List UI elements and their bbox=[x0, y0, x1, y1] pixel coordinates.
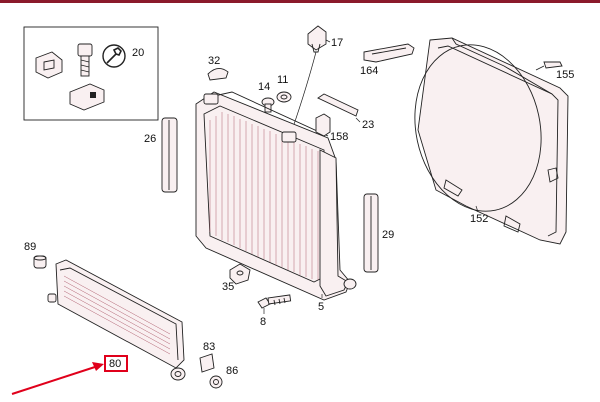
label-23: 23 bbox=[362, 119, 374, 131]
label-35: 35 bbox=[222, 281, 234, 293]
part-29-seal: 29 bbox=[363, 193, 394, 273]
part-164-bracket: 164 bbox=[360, 43, 415, 77]
label-83: 83 bbox=[203, 341, 215, 353]
part-155-pin: 155 bbox=[535, 61, 574, 81]
fan-shroud-152: 152 bbox=[414, 37, 569, 245]
label-86: 86 bbox=[226, 365, 238, 377]
wrench-icon bbox=[102, 44, 126, 68]
main-radiator: 5 bbox=[195, 91, 357, 313]
label-5: 5 bbox=[318, 301, 324, 313]
aux-cooler-fins bbox=[63, 275, 171, 355]
label-11: 11 bbox=[277, 74, 288, 86]
part-80-aux-cooler bbox=[47, 259, 186, 381]
part-158-clip: 158 bbox=[315, 113, 348, 143]
label-80-highlight[interactable]: 80 bbox=[104, 355, 128, 372]
label-80: 80 bbox=[109, 358, 121, 370]
part-11-plug: 11 bbox=[276, 74, 292, 103]
label-26: 26 bbox=[144, 133, 156, 145]
bolt-part bbox=[77, 43, 93, 77]
clip-part bbox=[35, 51, 63, 79]
label-164: 164 bbox=[360, 65, 378, 77]
label-155: 155 bbox=[556, 69, 574, 81]
part-83-bracket: 83 bbox=[199, 341, 215, 373]
label-14: 14 bbox=[258, 81, 270, 93]
label-20: 20 bbox=[132, 47, 144, 59]
part-23-strip: 23 bbox=[317, 93, 374, 131]
inset-box: 20 bbox=[23, 26, 159, 121]
part-26-seal: 26 bbox=[144, 117, 178, 193]
label-158: 158 bbox=[330, 131, 348, 143]
part-32-cap: 32 bbox=[207, 55, 229, 81]
part-17-clip: 17 bbox=[289, 25, 343, 137]
part-35-bracket: 35 bbox=[222, 263, 251, 293]
red-arrow-icon bbox=[11, 362, 104, 395]
label-17: 17 bbox=[331, 37, 343, 49]
label-29: 29 bbox=[382, 229, 394, 241]
part-14-washer: 14 bbox=[258, 81, 275, 113]
label-32: 32 bbox=[208, 55, 220, 67]
part-86-nut: 86 bbox=[209, 365, 238, 389]
part-8-drain-screw: 8 bbox=[257, 294, 292, 328]
radiator-core-fins bbox=[209, 112, 319, 280]
label-89: 89 bbox=[24, 241, 36, 253]
nut-block-part bbox=[69, 83, 105, 111]
part-89-grommet: 89 bbox=[24, 241, 47, 269]
label-8: 8 bbox=[260, 316, 266, 328]
highlight-box bbox=[104, 355, 128, 372]
label-152: 152 bbox=[470, 213, 488, 225]
top-frame-bar bbox=[0, 0, 600, 3]
